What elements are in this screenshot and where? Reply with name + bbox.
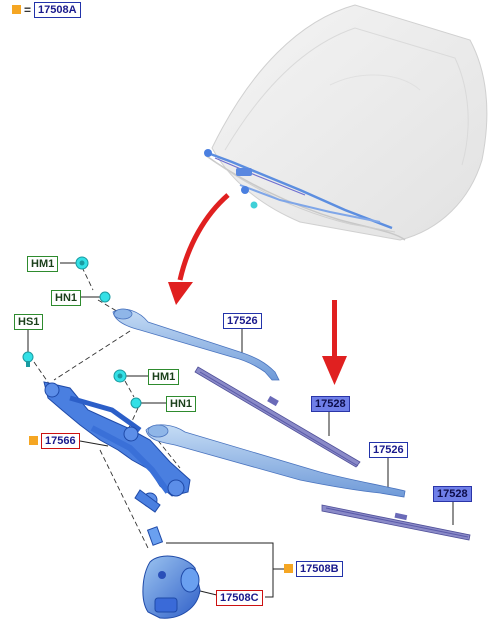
- label-17508c: 17508C: [216, 590, 263, 606]
- label-arm-lower-17526: 17526: [369, 442, 408, 458]
- wiper-blade-upper: [194, 366, 361, 468]
- red-arrow-down-icon: [322, 300, 347, 385]
- legend-swatch: [12, 5, 21, 14]
- part-17508b-marker: [284, 564, 293, 573]
- screw-hs1: [22, 351, 34, 367]
- label-17566: 17566: [41, 433, 80, 449]
- red-arrow-curved-icon: [168, 193, 230, 305]
- wiper-linkage-17566: [43, 381, 191, 513]
- label-hn1-mid: HN1: [166, 396, 197, 412]
- legend-equals: =: [24, 3, 32, 17]
- part-17566-marker: [29, 436, 38, 445]
- nut-hm1-mid: [113, 369, 127, 383]
- legend-code-label: 17508A: [34, 2, 81, 18]
- windshield-illustration: [204, 4, 488, 241]
- wiper-motor-17508c: [142, 526, 201, 619]
- wiper-arm-lower: [145, 424, 406, 498]
- label-hm1-top: HM1: [27, 256, 59, 272]
- nut-hm1-top: [75, 256, 89, 270]
- label-17508b: 17508B: [296, 561, 343, 577]
- label-hm1-mid: HM1: [148, 369, 180, 385]
- label-blade-lower-17528: 17528: [433, 486, 472, 502]
- label-hs1: HS1: [14, 314, 44, 330]
- wiper-blade-lower: [321, 504, 471, 541]
- label-blade-upper-17528: 17528: [311, 396, 350, 412]
- nut-hn1-top: [99, 291, 111, 303]
- wiper-arm-upper: [112, 308, 280, 381]
- label-hn1-top: HN1: [51, 290, 82, 306]
- label-arm-upper-17526: 17526: [223, 313, 262, 329]
- nut-hn1-mid: [130, 397, 142, 409]
